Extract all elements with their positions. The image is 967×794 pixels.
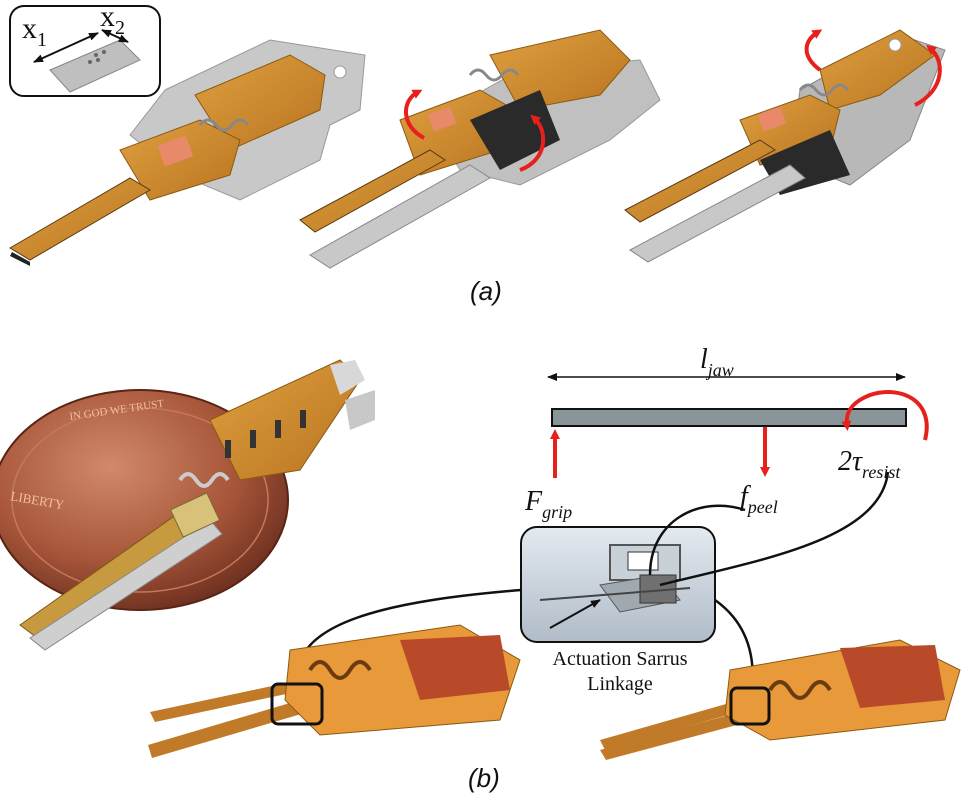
highlight-box-left: [270, 682, 324, 726]
jaw-beam: [551, 408, 907, 427]
sarrus-inset: Actuation Sarrus Linkage: [520, 526, 716, 695]
inset-axes-box: x1 x2: [9, 0, 161, 97]
highlight-box-right: [729, 686, 771, 726]
panel-a: x1 x2: [9, 0, 946, 306]
laminate-folded: [624, 29, 946, 263]
laminate-flat: [9, 39, 366, 266]
sarrus-label-line1: Actuation Sarrus: [553, 648, 688, 670]
gripper-photo-left: [148, 624, 521, 758]
connector-peel: [648, 504, 746, 576]
panel-b: LIBERTY IN GOD WE TRUST ljaw Fgrip fpeel: [0, 344, 961, 793]
sarrus-label-line2: Linkage: [587, 673, 653, 695]
x2-axis-arrow: [101, 29, 129, 43]
torque-label: 2τresist: [838, 446, 901, 482]
laminate-half-folded: [299, 29, 661, 269]
beam-diagram: ljaw Fgrip fpeel 2τresist: [524, 344, 929, 522]
x1-axis-arrow: [33, 32, 99, 63]
fold-arrow-top-left: [804, 29, 823, 72]
sarrus-pointer-arrow: [549, 599, 601, 629]
fold-arrow-top-right: [914, 44, 942, 107]
fgrip-label: Fgrip: [524, 486, 572, 522]
connector-torque: [659, 471, 890, 587]
gripper-on-penny: [19, 359, 375, 651]
gripper-photo-right: [600, 639, 961, 760]
x2-label: x2: [100, 0, 125, 39]
fold-arrow-left: [404, 89, 426, 140]
caption-a: (a): [470, 276, 502, 306]
penny: LIBERTY IN GOD WE TRUST: [0, 389, 289, 611]
fpeel-label: fpeel: [740, 481, 778, 517]
ljaw-label: ljaw: [700, 344, 734, 380]
fold-arrow-right: [519, 114, 546, 172]
torque-arrow: [841, 390, 929, 441]
caption-b: (b): [468, 763, 500, 793]
x1-label: x1: [22, 12, 47, 51]
